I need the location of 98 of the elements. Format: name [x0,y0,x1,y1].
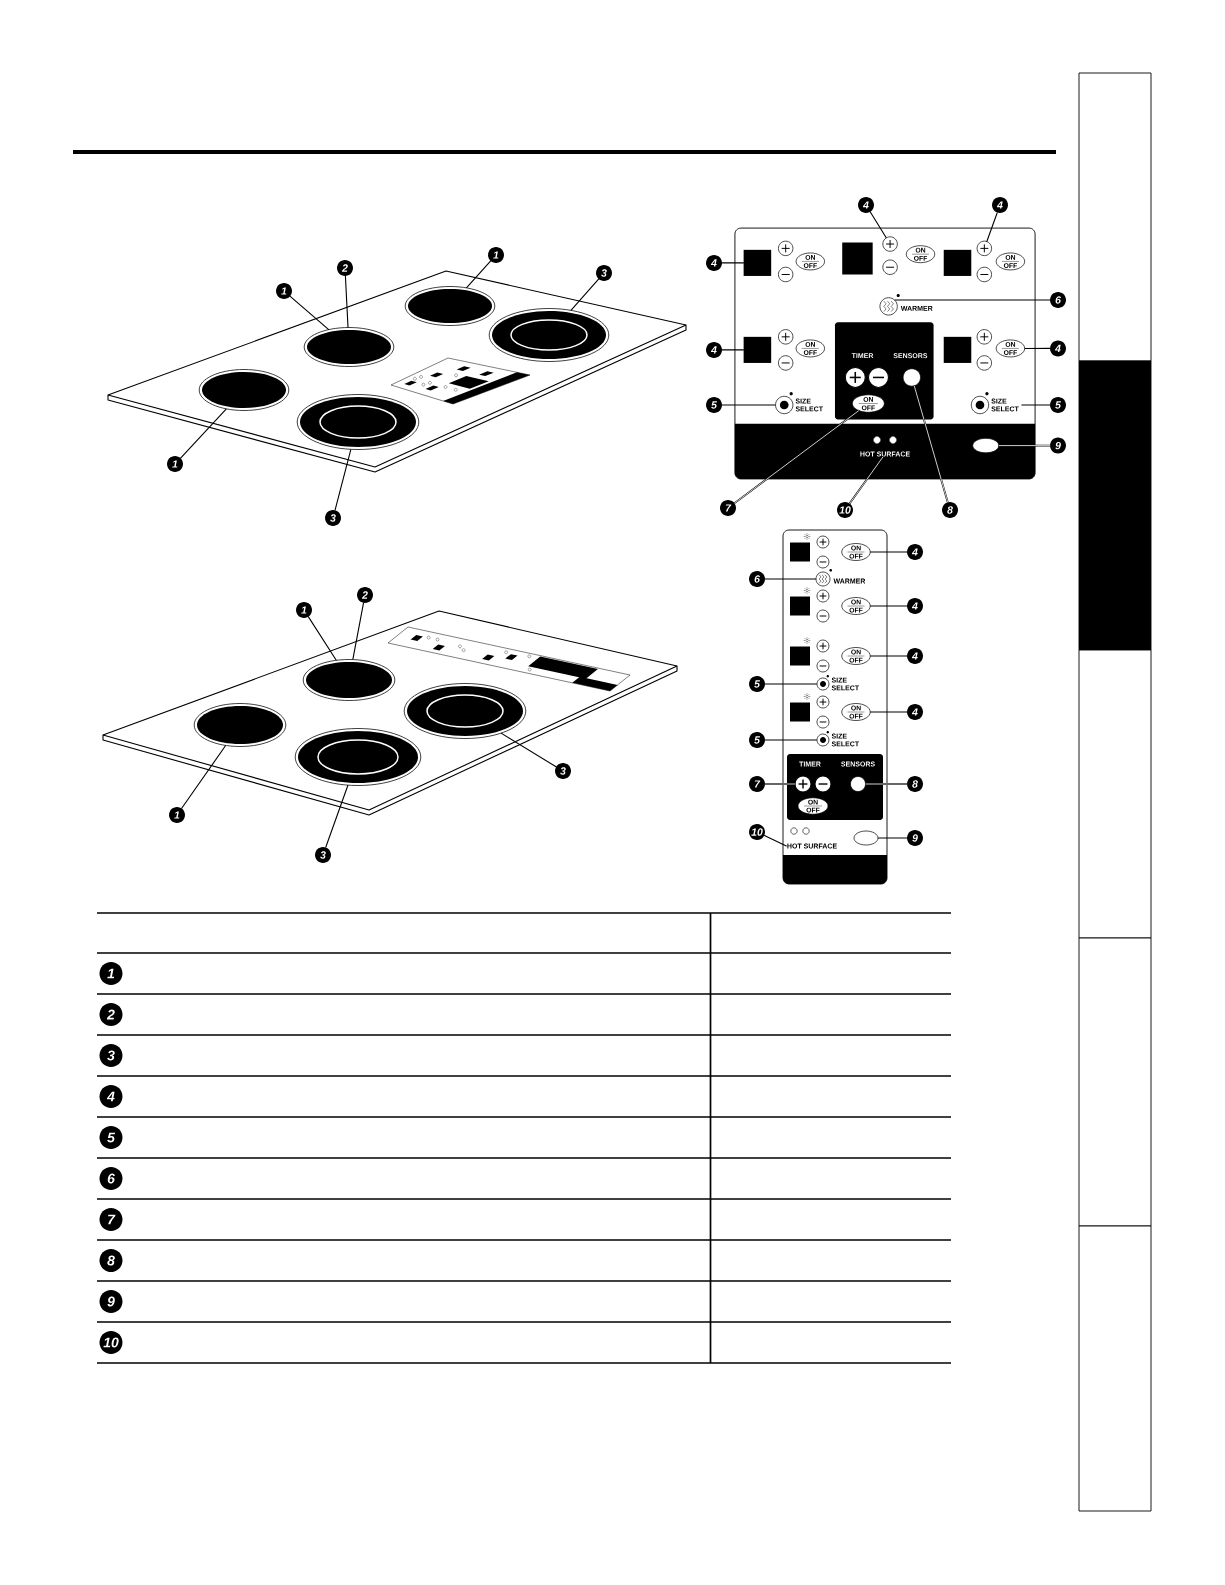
leader-line [344,275,349,328]
leader-line [894,299,1051,301]
leader-line [334,449,352,511]
callout-number: 5 [706,397,722,413]
leader-line [913,385,949,504]
leader-line [181,745,226,809]
leader-line [764,683,817,685]
callout-number: 2 [357,587,373,603]
leader-line [289,295,329,330]
callout-number: 4 [706,341,722,358]
leader-line [500,732,557,768]
callout-number: 4 [907,598,923,614]
leader-line [325,784,349,848]
oval-button [972,437,1000,454]
leader-line [352,602,365,660]
oval-button [853,830,879,846]
callout-number: 6 [1050,292,1066,308]
leader-line [870,605,908,607]
leader-line [763,835,787,847]
leader-line [998,444,1051,447]
callout-number: 3 [99,1044,123,1067]
callout-number: 4 [992,197,1008,213]
leader-line [870,711,908,713]
callout-number: 2 [99,1003,123,1026]
callout-number: 1 [296,602,312,618]
dual-burner [296,394,420,450]
callout-number: 3 [596,265,612,281]
callout-number: 8 [942,502,958,518]
burner [302,659,396,701]
dual-burner [488,308,610,362]
leader-line [721,262,744,264]
callout-number: 5 [1050,397,1066,413]
burner [404,286,496,326]
leader-line [764,739,817,741]
callout-number: 8 [907,776,923,792]
minus-button [814,775,832,793]
callout-number: 3 [315,847,331,863]
display-window [842,242,873,275]
callout-number: 4 [99,1085,123,1108]
plus-button [794,775,812,793]
leader-line [877,837,908,839]
dual-burner [403,683,527,739]
callout-number: 9 [99,1290,123,1313]
callout-number: 10 [99,1331,123,1354]
callout-number: 1 [167,456,183,472]
leader-line [307,616,337,661]
leader-line [180,408,227,459]
callout-number: 8 [99,1249,123,1272]
callout-number: 4 [1050,340,1066,357]
leader-line [721,349,744,351]
leader-line [466,260,492,289]
minus-button [867,366,890,388]
leader-line [764,783,796,785]
callout-number: 2 [337,260,353,276]
callout-number: 6 [749,571,765,587]
callout-number: 4 [858,197,874,213]
leader-line [1024,347,1051,349]
callout-number: 3 [325,510,341,526]
burner [193,703,287,747]
callout-number: 5 [99,1126,123,1149]
leader-line [848,456,884,505]
callout-number: 10 [837,502,853,518]
callout-number: 4 [907,704,923,720]
leader-line [869,211,887,239]
leader-line [733,409,860,504]
callout-number: 1 [276,283,292,299]
callout-number: 10 [749,824,765,840]
callout-number: 1 [99,962,123,985]
burner [303,327,395,367]
callout-number: 5 [749,676,765,692]
dual-burner [294,728,422,786]
callout-number: 7 [720,500,736,516]
plus-button [976,240,992,256]
leader-line [870,655,908,657]
leader-line [721,404,776,406]
callout-number: 1 [169,807,185,823]
callout-number: 5 [749,732,765,748]
callout-number: 7 [749,776,765,792]
callout-number: 6 [99,1167,123,1190]
burner [198,369,290,411]
leader-line [764,578,817,580]
leader-line [570,278,600,311]
plus-button [882,236,898,252]
callout-number: 7 [99,1208,123,1231]
callout-number: 4 [706,254,722,271]
callout-number: 1 [488,247,504,263]
callout-number: 4 [907,544,923,560]
round-button [902,368,921,387]
callout-number: 9 [1050,437,1066,454]
round-button [850,776,866,792]
callout-number: 9 [907,830,923,846]
leader-line [1021,404,1051,406]
leader-line [864,783,908,785]
callout-number: 3 [555,763,571,779]
callout-number: 4 [907,648,923,664]
plus-button [844,366,866,388]
leader-line [986,212,998,242]
leader-line [870,551,908,553]
